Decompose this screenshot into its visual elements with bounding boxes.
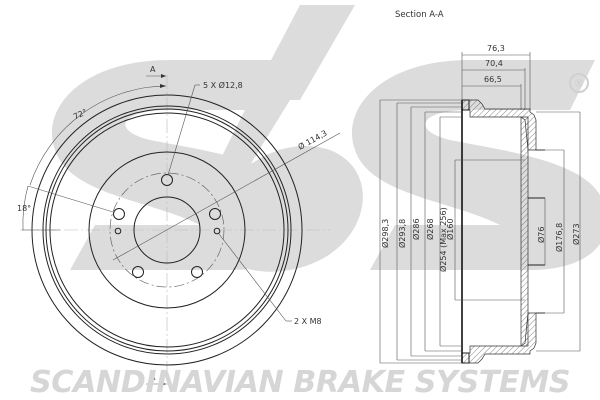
bolt-hole [113, 208, 125, 220]
section-marker-bottom: A [150, 373, 156, 382]
section-view: Section A-A 76,3 70,4 66,5 [379, 10, 581, 364]
bolt-hole [161, 174, 173, 186]
registered-mark: ® [574, 77, 585, 90]
dim-273: Ø273 [571, 223, 581, 245]
front-view: A A 72° 18° 5 X Ø12,8 Ø 114,3 2 X M8 [17, 65, 341, 386]
width-dimensions: 76,3 70,4 66,5 [461, 44, 531, 110]
dim-176-8: Ø176,8 [554, 223, 564, 252]
dim-76: Ø76 [536, 227, 546, 243]
sbs-watermark-logo: ® [51, 5, 600, 272]
width-dim-66-5: 66,5 [484, 75, 502, 84]
threaded-holes-label: 2 X M8 [294, 317, 322, 326]
bolt-hole [191, 266, 203, 278]
left-diameter-dims: Ø298,3 Ø293,8 Ø286 Ø268 Ø254 (Max 256) Ø… [379, 99, 525, 364]
dim-293-8: Ø293,8 [397, 219, 407, 248]
width-dim-70-4: 70,4 [485, 59, 503, 68]
section-title: Section A-A [395, 10, 444, 20]
dim-268: Ø268 [425, 218, 435, 240]
angle-18-label: 18° [17, 204, 31, 213]
dim-286: Ø286 [411, 218, 421, 240]
dim-254-max-256: Ø254 (Max 256) [438, 207, 448, 272]
width-dim-76-3: 76,3 [487, 44, 505, 53]
section-marker-top: A [150, 65, 156, 74]
right-diameter-dims: Ø76 Ø176,8 Ø273 [536, 111, 581, 352]
bolt-holes-label: 5 X Ø12,8 [203, 80, 243, 90]
dim-160: Ø160 [445, 218, 455, 240]
company-name: SCANDINAVIAN BRAKE SYSTEMS [30, 365, 570, 400]
dim-298-3: Ø298,3 [380, 219, 390, 248]
bolt-hole [132, 266, 144, 278]
threaded-hole [213, 227, 221, 235]
threaded-hole [114, 227, 122, 235]
bolt-hole [209, 208, 221, 220]
